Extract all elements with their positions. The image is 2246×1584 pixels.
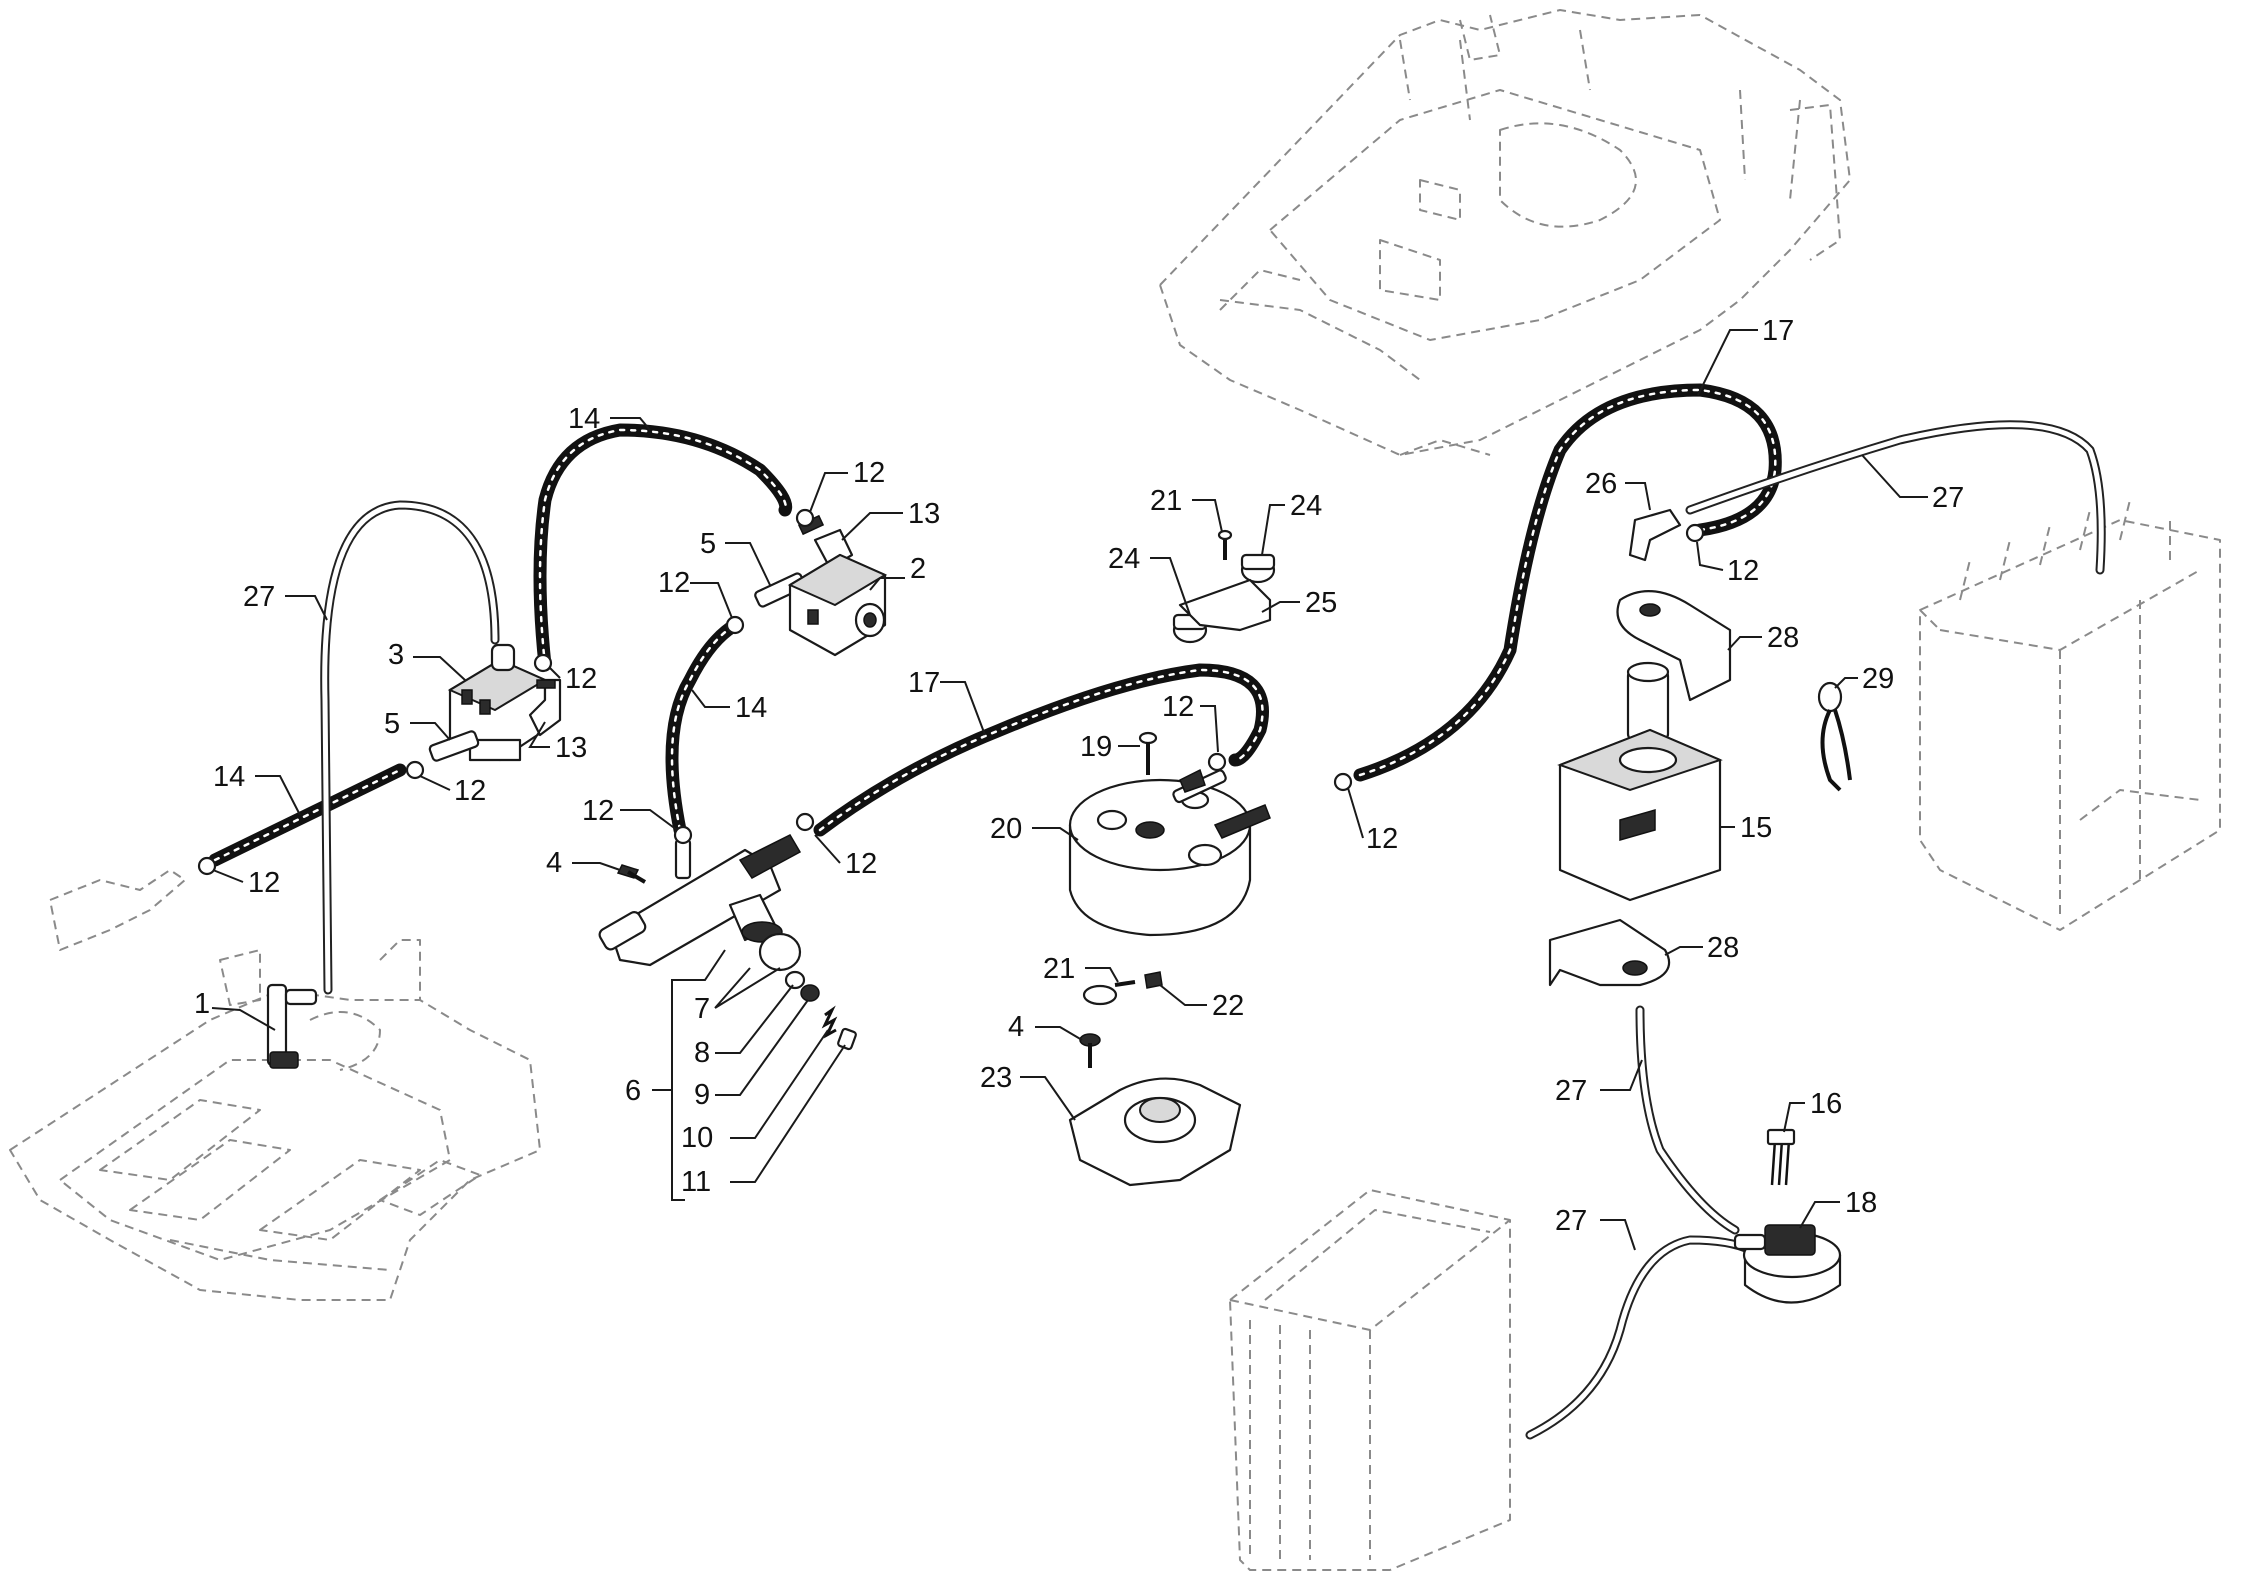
machine-frame-left-ghost [9, 869, 541, 1301]
pump-part-15 [1557, 661, 1723, 902]
callout-28a: 28 [1767, 622, 1799, 654]
callout-24b: 24 [1108, 543, 1140, 575]
callout-12g: 12 [845, 848, 877, 880]
tube-27-tank [1525, 1235, 1755, 1440]
screw-part-19 [1138, 731, 1158, 775]
hose-14-left [208, 763, 407, 867]
callout-28b: 28 [1707, 932, 1739, 964]
callout-13b: 13 [908, 498, 940, 530]
callout-21b: 21 [1043, 953, 1075, 985]
leader-lines [211, 329, 1928, 1251]
clamp-part-12 [197, 508, 1705, 876]
screw-part-4-bottom [1079, 1033, 1101, 1068]
connector-part-16 [1766, 1128, 1796, 1186]
machine-frame-top-ghost [1159, 9, 1851, 456]
hose-17-right [1353, 383, 1782, 782]
flowmeter-part-18 [1733, 1224, 1842, 1304]
callout-3: 3 [388, 639, 404, 671]
callout-27b: 27 [1932, 482, 1964, 514]
callout-5b: 5 [700, 528, 716, 560]
callout-10: 10 [681, 1122, 713, 1154]
callout-14a: 14 [568, 403, 600, 435]
tube-27-pump-down [1635, 1005, 1740, 1235]
callout-17b: 17 [1762, 315, 1794, 347]
callout-14b: 14 [735, 692, 767, 724]
callout-27c: 27 [1555, 1075, 1587, 1107]
bracket-part-28-bottom [1548, 918, 1671, 987]
t-connector-part-1 [266, 983, 318, 1069]
clip-part-22 [1144, 971, 1163, 989]
spring-part-10 [821, 1005, 838, 1039]
ring-part-7 [758, 932, 802, 972]
callout-20: 20 [990, 813, 1022, 845]
boiler-part-20 [1068, 768, 1271, 937]
hose-14-top [533, 423, 793, 672]
sensor-part-29 [1817, 681, 1852, 792]
callout-25: 25 [1305, 587, 1337, 619]
callout-16: 16 [1810, 1088, 1842, 1120]
screw-part-21-bottom [1082, 980, 1136, 1006]
base-plate-part-23 [1068, 1077, 1242, 1187]
water-tank-right-ghost [1919, 499, 2221, 931]
callout-26: 26 [1585, 468, 1617, 500]
tube-27-right-top [1685, 420, 2106, 575]
callout-12f: 12 [582, 795, 614, 827]
solenoid-valve-part-2 [787, 553, 888, 657]
callout-15: 15 [1740, 812, 1772, 844]
callout-27a: 27 [243, 581, 275, 613]
callout-13a: 13 [555, 732, 587, 764]
callout-labels: 1 2 3 4 4 5 5 6 7 8 9 10 11 12 12 12 12 … [194, 315, 1964, 1237]
callout-17a: 17 [908, 667, 940, 699]
callout-12b: 12 [658, 567, 690, 599]
callout-4b: 4 [1008, 1011, 1024, 1043]
callout-23: 23 [980, 1062, 1012, 1094]
t-fitting-part-26 [1628, 508, 1682, 562]
callout-4a: 4 [546, 847, 562, 879]
callout-6: 6 [625, 1075, 641, 1107]
callout-2: 2 [910, 553, 926, 585]
hose-17-middle [813, 663, 1269, 837]
callout-7: 7 [694, 993, 710, 1025]
callout-12d: 12 [454, 775, 486, 807]
callout-12a: 12 [853, 457, 885, 489]
fitting-part-5-left [428, 730, 480, 762]
bracket-part-28-top [1616, 590, 1732, 702]
screw-part-4-left [616, 864, 647, 884]
callout-18: 18 [1845, 1187, 1877, 1219]
callout-27d: 27 [1555, 1205, 1587, 1237]
elbow-part-13-left [528, 678, 562, 737]
callout-11: 11 [681, 1166, 711, 1198]
disk-part-8 [784, 970, 806, 990]
callout-12i: 12 [1366, 823, 1398, 855]
callout-8: 8 [694, 1037, 710, 1069]
plug-part-11 [837, 1027, 857, 1051]
callout-24a: 24 [1290, 490, 1322, 522]
tube-27-left [320, 500, 500, 995]
callout-9: 9 [694, 1079, 710, 1111]
callout-21a: 21 [1150, 485, 1182, 517]
callout-12e: 12 [248, 867, 280, 899]
screw-part-21-top [1217, 529, 1233, 560]
callout-19: 19 [1080, 731, 1112, 763]
water-tank-bottom-ghost [1229, 1189, 1511, 1571]
bracket-part-25 [1178, 578, 1272, 632]
callout-14c: 14 [213, 761, 245, 793]
callout-12h: 12 [1162, 691, 1194, 723]
callout-12c: 12 [565, 663, 597, 695]
callout-29: 29 [1862, 663, 1894, 695]
callout-1: 1 [194, 988, 210, 1020]
callout-5a: 5 [384, 708, 400, 740]
manifold-part-6 [598, 834, 802, 967]
callout-22: 22 [1212, 990, 1244, 1022]
hose-14-middle [665, 618, 742, 837]
callout-12j: 12 [1727, 555, 1759, 587]
nut-part-9 [800, 984, 820, 1002]
thermostat-part-24-top [1240, 553, 1276, 584]
